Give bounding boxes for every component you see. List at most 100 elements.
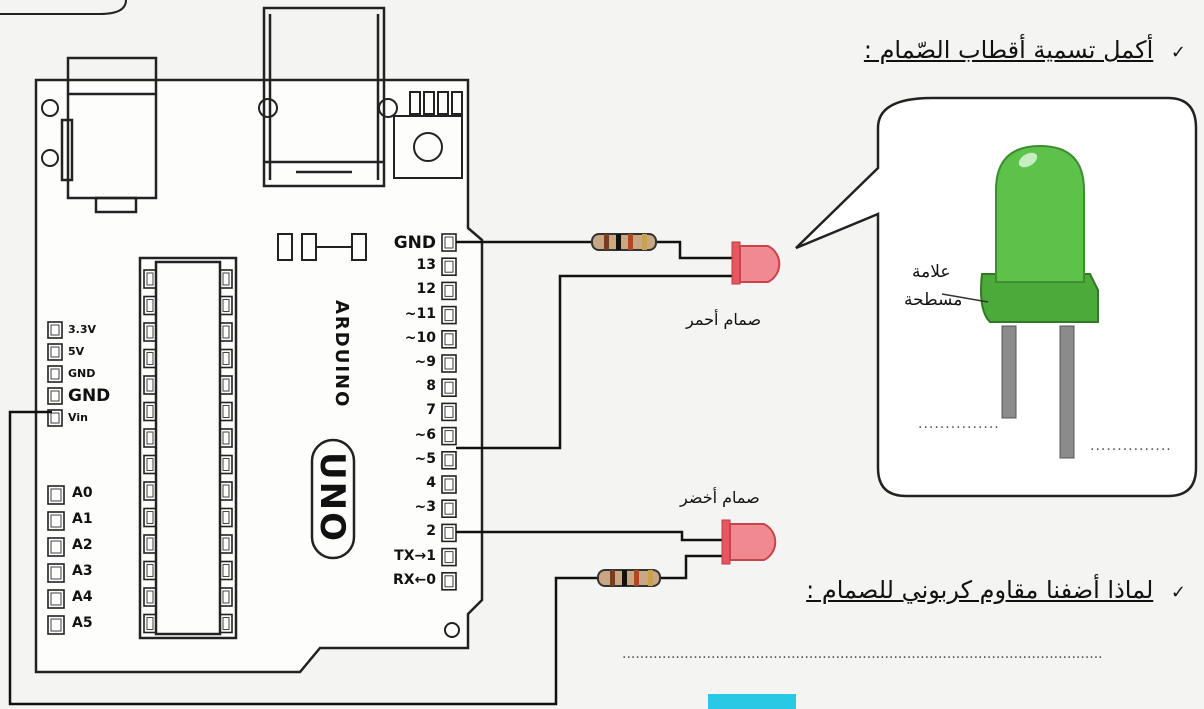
- power-pin-socket-inner: [50, 346, 60, 358]
- analog-pin-socket-inner: [50, 618, 62, 632]
- digital-pin-label: ~11: [404, 305, 436, 322]
- digital-pin-label: ~10: [404, 329, 436, 346]
- answer-blank-right: ...............: [1090, 438, 1172, 454]
- digital-pin-socket: [441, 547, 457, 567]
- chip-pin: [219, 560, 233, 581]
- wire-pin7-red-led: [456, 274, 738, 450]
- digital-pin-socket-inner: [444, 551, 454, 564]
- flat-mark-pointer: [941, 293, 989, 303]
- digital-pin-socket: [441, 305, 457, 325]
- check-icon: ✓: [1170, 42, 1186, 63]
- arduino-logo-text: ARDUINO: [331, 300, 352, 409]
- digital-pin-socket-inner: [444, 333, 454, 346]
- chip-pin: [143, 375, 157, 395]
- chip-pin-inner: [222, 272, 230, 286]
- mount-hole: [41, 149, 59, 167]
- power-pin-socket-inner: [50, 390, 60, 402]
- corner-frame: [0, 0, 127, 15]
- power-pin-socket-inner: [50, 412, 60, 424]
- chip-pin: [143, 269, 157, 289]
- digital-pin-socket: [441, 402, 457, 422]
- chip-pin-inner: [222, 352, 230, 365]
- power-pin-label: 3.3V: [68, 323, 96, 336]
- uno-text: UNO: [312, 452, 352, 543]
- chip-pin-inner: [146, 405, 154, 418]
- chip-pin-inner: [146, 590, 154, 604]
- digital-pin-label: RX←0: [392, 571, 436, 588]
- digital-pin-label: 7: [426, 402, 436, 419]
- chip-pin-inner: [222, 564, 230, 577]
- digital-pin-socket-inner: [444, 502, 454, 515]
- chip-pin: [143, 507, 157, 528]
- mount-hole: [444, 622, 460, 638]
- digital-pin-socket-inner: [444, 284, 454, 297]
- digital-pin-socket: [441, 281, 457, 301]
- digital-pin-label: 12: [416, 281, 436, 298]
- analog-pin-socket-inner: [50, 488, 62, 502]
- wire-resistor-red-led: [656, 240, 738, 260]
- analog-pin-label: A1: [72, 511, 93, 527]
- flat-mark-label-1: علامة: [912, 262, 951, 282]
- power-pin-label: GND: [68, 367, 96, 380]
- analog-pin-socket: [47, 589, 65, 609]
- digital-pin-label: ~5: [414, 450, 436, 467]
- digital-pin-socket-inner: [444, 309, 454, 322]
- analog-pin-socket: [47, 563, 65, 583]
- chip-pin: [219, 295, 233, 316]
- power-pin-label: GND: [68, 386, 111, 406]
- question-2: ✓ لماذا أضفنا مقاوم كربوني للصمام :: [806, 576, 1186, 604]
- chip-pin-inner: [222, 617, 230, 630]
- analog-pin-socket: [47, 485, 65, 505]
- chip-pin: [219, 507, 233, 528]
- analog-header: [47, 485, 65, 635]
- digital-pin-socket: [441, 426, 457, 446]
- usb-connector: [262, 6, 386, 188]
- resistor-bottom: [597, 569, 661, 587]
- wire-resistor-gnd: [8, 410, 598, 706]
- chip-pin-inner: [146, 431, 154, 445]
- red-led: [731, 241, 781, 285]
- chip-pin-inner: [146, 484, 154, 498]
- power-pin-socket: [47, 365, 63, 383]
- chip-pin-inner: [222, 537, 230, 551]
- digital-pin-label: ~9: [414, 354, 436, 370]
- chip-pin: [219, 322, 233, 342]
- analog-pin-socket: [47, 615, 65, 635]
- digital-pin-socket: [441, 257, 457, 277]
- digital-pin-socket: [441, 329, 457, 349]
- chip-pin-inner: [222, 431, 230, 445]
- chip-pin: [143, 401, 157, 422]
- digital-pin-socket: [441, 475, 457, 494]
- answer-blank-left: ...............: [918, 416, 1000, 432]
- chip-pin-inner: [222, 484, 230, 498]
- digital-pin-socket-inner: [444, 357, 454, 370]
- digital-header: [441, 233, 457, 591]
- chip-pin: [143, 295, 157, 316]
- digital-pin-socket: [441, 450, 457, 470]
- chip-pin: [219, 375, 233, 395]
- chip-pin-inner: [146, 511, 154, 524]
- digital-pin-label: 4: [426, 475, 436, 491]
- power-pin-socket-inner: [50, 368, 60, 380]
- icsp-jumpers: [277, 233, 367, 261]
- digital-pin-label: GND: [393, 233, 436, 253]
- digital-pin-label: ~6: [414, 426, 436, 443]
- power-pin-socket: [47, 387, 63, 405]
- power-pin-socket: [47, 343, 63, 361]
- mount-hole: [258, 98, 278, 118]
- chip-pin-inner: [146, 378, 154, 392]
- chip-pin: [219, 534, 233, 554]
- flat-mark-label-2: مسطحة: [904, 290, 963, 310]
- wire-green-led-resistor: [660, 554, 728, 580]
- analog-pin-label: A4: [72, 589, 93, 605]
- chip-pin-inner: [222, 325, 230, 339]
- digital-pin-socket: [441, 571, 457, 591]
- wire-pin4-green-led: [456, 530, 728, 542]
- chip-pin: [219, 613, 233, 634]
- chip-pin: [219, 428, 233, 448]
- analog-pin-socket-inner: [50, 540, 62, 554]
- digital-pin-socket-inner: [444, 381, 454, 394]
- wires: [8, 240, 738, 706]
- analog-pin-label: A3: [72, 563, 93, 579]
